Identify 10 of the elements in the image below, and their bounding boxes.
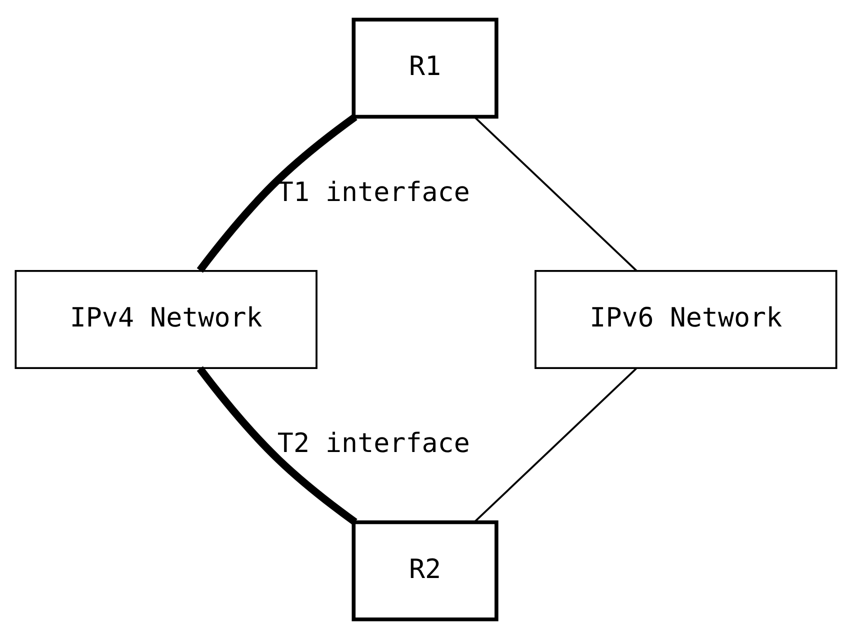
node-box: R2 [352,520,498,621]
edge-label: T1 interface [277,176,470,208]
connector [196,113,358,272]
node-box: R1 [352,17,498,118]
node-box: IPv6 Network [534,270,838,368]
connector [196,366,358,525]
connector [474,116,638,271]
connector [474,367,637,522]
edge-label: T2 interface [277,428,470,459]
node-box: IPv4 Network [14,270,318,368]
